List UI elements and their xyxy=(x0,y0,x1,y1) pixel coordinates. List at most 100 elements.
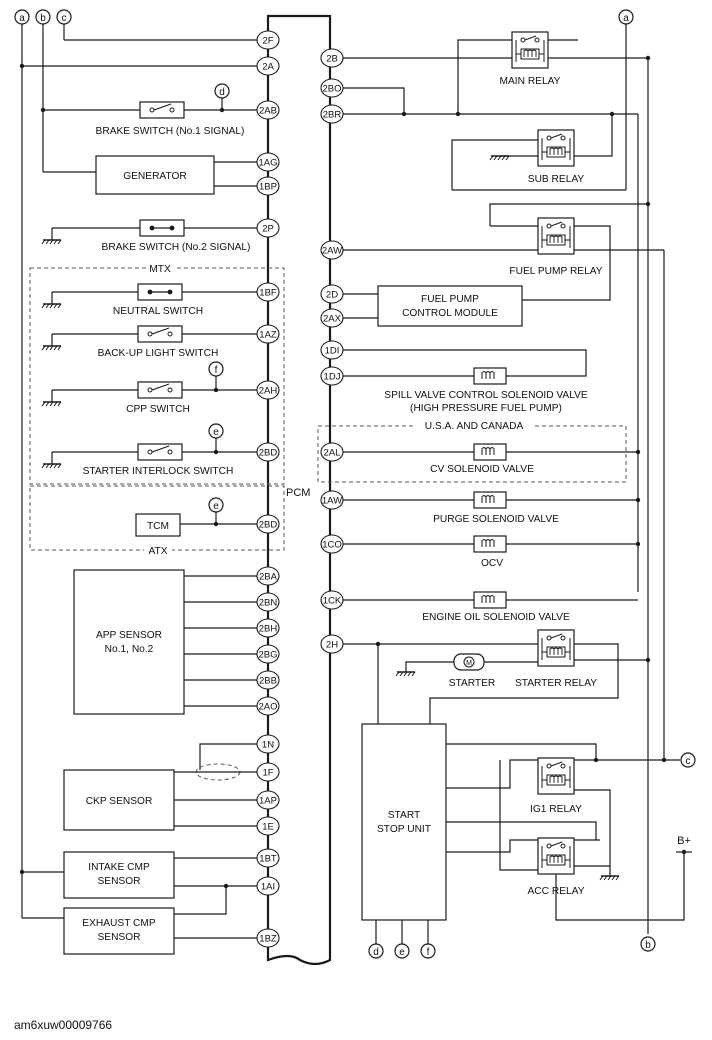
svg-text:e: e xyxy=(213,501,219,512)
pcm-pin-label: 2BD xyxy=(259,448,278,459)
pcm-pin-label: 1CK xyxy=(323,596,342,607)
mtx-label: MTX xyxy=(149,264,171,275)
mtx-group: MTX xyxy=(29,262,285,485)
pcm-pin-label: 1CO xyxy=(322,540,342,551)
generator-label: GENERATOR xyxy=(123,171,187,182)
pcm-pin-label: 1BF xyxy=(259,288,277,299)
pcm-pin-label: 2H xyxy=(326,640,338,651)
pcm-pin-right-2bo: 2BO xyxy=(320,78,344,98)
pcm-pin-right-1aw: 1AW xyxy=(320,490,344,510)
pcm-pin-right-2b: 2B xyxy=(320,48,344,68)
svg-text:STOP UNIT: STOP UNIT xyxy=(377,824,431,835)
atx-group: ATX TCM e xyxy=(29,485,285,557)
svg-text:CONTROL MODULE: CONTROL MODULE xyxy=(402,308,498,319)
pcm-pin-label: 2BD xyxy=(259,520,278,531)
pcm-pin-left-1ai: 1AI xyxy=(256,876,280,896)
pcm-pin-left-1az: 1AZ xyxy=(256,324,280,344)
svg-text:CKP SENSOR: CKP SENSOR xyxy=(86,796,153,807)
pcm-pin-left-1bz: 1BZ xyxy=(256,928,280,948)
starter-relay: STARTER RELAY xyxy=(342,629,651,724)
pcm-pin-left-1e: 1E xyxy=(256,816,280,836)
start-stop-unit: START STOP UNIT xyxy=(361,644,447,944)
pcm-pin-right-2al: 2AL xyxy=(320,442,344,462)
sub-relay: SUB RELAY xyxy=(451,111,626,191)
svg-text:M: M xyxy=(466,660,472,667)
svg-text:ENGINE OIL SOLENOID VALVE: ENGINE OIL SOLENOID VALVE xyxy=(422,612,570,623)
pcm-pin-label: 1AP xyxy=(259,796,277,807)
connector-b-top-left: b xyxy=(35,9,51,25)
pcm-pins-left: 2F2A2AB1AG1BP2P1BF1AZ2AH2BD2BD2BA2BN2BH2… xyxy=(256,30,280,948)
document-id: am6xuw00009766 xyxy=(14,1018,113,1032)
starter: M STARTER xyxy=(395,653,538,689)
svg-text:CV SOLENOID VALVE: CV SOLENOID VALVE xyxy=(430,464,534,475)
pcm-pin-left-2bb: 2BB xyxy=(256,670,280,690)
pcm-pin-label: 1BZ xyxy=(259,934,277,945)
svg-text:b: b xyxy=(645,940,651,951)
svg-text:INTAKE CMP: INTAKE CMP xyxy=(88,862,150,873)
pcm-pin-label: 2BR xyxy=(323,110,342,121)
pcm-pin-label: 1F xyxy=(262,768,273,779)
fuel-pump-relay: FUEL PUMP RELAY xyxy=(342,201,664,301)
starter-interlock-switch: e STARTER INTERLOCK SWITCH xyxy=(41,423,258,477)
exhaust-cmp-sensor: EXHAUST CMP SENSOR xyxy=(22,883,258,955)
pcm-pin-label: 1BT xyxy=(259,854,277,865)
svg-text:CPP SWITCH: CPP SWITCH xyxy=(126,404,190,415)
pcm-pin-label: 2BA xyxy=(259,572,278,583)
ocv-solenoid: OCV xyxy=(342,535,641,569)
svg-text:e: e xyxy=(399,947,405,958)
fuel-pump-control-module: FUEL PUMP CONTROL MODULE xyxy=(342,285,523,327)
pcm-pin-left-2ba: 2BA xyxy=(256,566,280,586)
pcm-pin-label: 2BH xyxy=(259,624,278,635)
connector-e-bottom: e xyxy=(394,943,410,959)
pcm-pin-label: 2A xyxy=(262,62,274,73)
svg-text:c: c xyxy=(62,13,67,24)
pcm-pin-right-1co: 1CO xyxy=(320,534,344,554)
pcm-pin-left-2bd: 2BD xyxy=(256,514,280,534)
pcm-pin-left-2bg: 2BG xyxy=(256,644,280,664)
svg-text:OCV: OCV xyxy=(481,558,503,569)
pcm-pin-label: 2BB xyxy=(259,676,277,687)
svg-text:U.S.A. AND CANADA: U.S.A. AND CANADA xyxy=(425,421,524,432)
intake-cmp-sensor: INTAKE CMP SENSOR xyxy=(19,851,258,899)
pcm-pin-label: 1AG xyxy=(258,158,277,169)
svg-text:f: f xyxy=(427,947,430,958)
svg-text:SENSOR: SENSOR xyxy=(97,876,140,887)
purge-solenoid: PURGE SOLENOID VALVE xyxy=(342,491,641,525)
svg-text:d: d xyxy=(219,87,225,98)
pcm-pin-label: 1AW xyxy=(322,496,342,507)
svg-text:ATX: ATX xyxy=(148,546,167,557)
svg-text:d: d xyxy=(373,947,379,958)
pcm-label: PCM xyxy=(286,487,310,499)
svg-text:SPILL VALVE CONTROL SOLENOID V: SPILL VALVE CONTROL SOLENOID VALVE xyxy=(384,390,588,401)
acc-relay: B+ ACC RELAY xyxy=(446,760,692,921)
pcm-pin-left-1f: 1F xyxy=(256,762,280,782)
svg-text:c: c xyxy=(686,756,691,767)
wires-2bo-2br xyxy=(342,87,638,117)
connector-a-top-left: a xyxy=(14,9,30,25)
pcm-pin-label: 1DI xyxy=(325,346,340,357)
ig1-relay: IG1 RELAY xyxy=(446,743,680,881)
svg-text:FUEL PUMP RELAY: FUEL PUMP RELAY xyxy=(509,266,602,277)
connector-f-bottom: f xyxy=(420,943,436,959)
pcm-pin-label: 2AX xyxy=(323,314,342,325)
pcm-pin-label: 2F xyxy=(262,36,273,47)
svg-text:e: e xyxy=(213,427,219,438)
brake-switch-2: BRAKE SWITCH (No.2 SIGNAL) xyxy=(41,219,258,253)
pcm-pin-label: 2BN xyxy=(259,598,278,609)
pcm-pin-left-1n: 1N xyxy=(256,734,280,754)
pcm-pin-left-2p: 2P xyxy=(256,218,280,238)
connector-a-top-right: a xyxy=(618,9,634,25)
svg-text:b: b xyxy=(40,13,46,24)
pcm-pin-left-1bt: 1BT xyxy=(256,848,280,868)
brake-switch-2-label: BRAKE SWITCH (No.2 SIGNAL) xyxy=(102,242,251,253)
pcm-pin-left-2bn: 2BN xyxy=(256,592,280,612)
svg-text:a: a xyxy=(19,13,25,24)
connector-b-bottom-right: b xyxy=(640,936,656,952)
generator: GENERATOR xyxy=(95,155,258,195)
pcm-pin-label: 1BP xyxy=(259,182,277,193)
pcm-pin-right-2h: 2H xyxy=(320,634,344,654)
pcm-pin-label: 2AW xyxy=(322,246,342,257)
pcm-pin-left-1bp: 1BP xyxy=(256,176,280,196)
svg-text:(HIGH PRESSURE FUEL PUMP): (HIGH PRESSURE FUEL PUMP) xyxy=(410,403,562,414)
